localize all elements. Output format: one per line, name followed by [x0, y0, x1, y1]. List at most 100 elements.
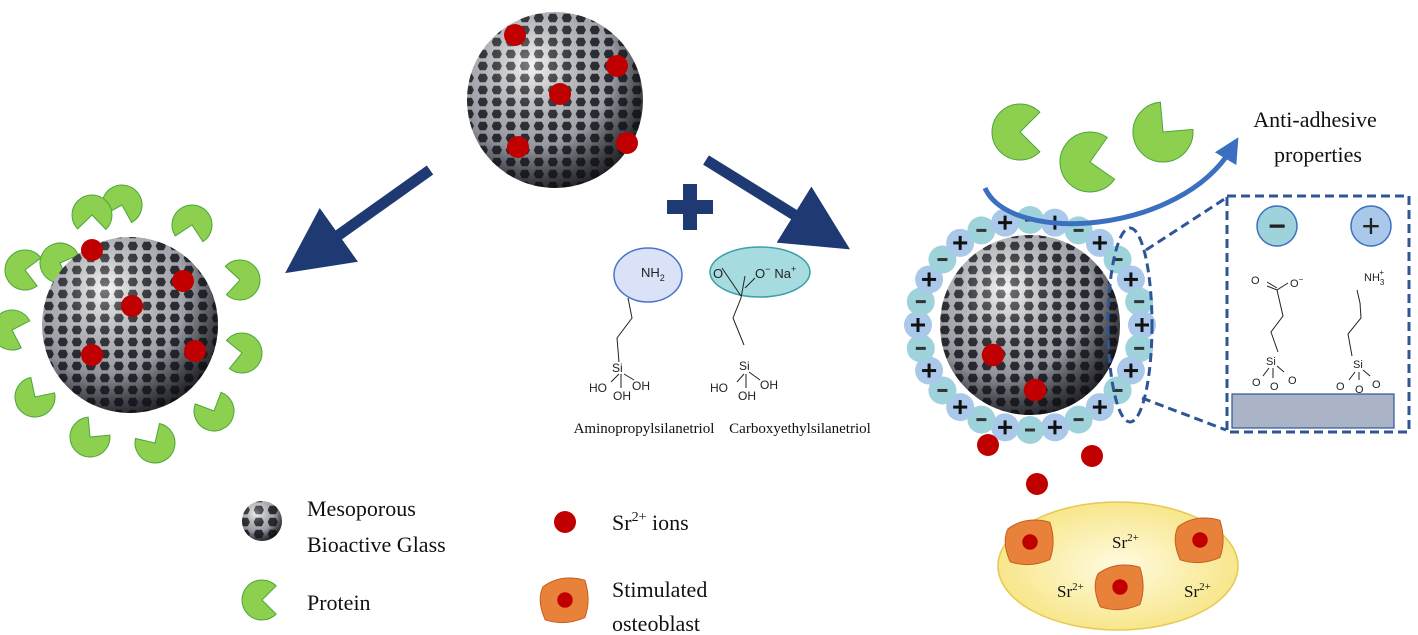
svg-text:Si: Si — [1353, 359, 1363, 371]
legend-sr-label: Sr2+ ions — [612, 510, 689, 535]
plus-icon — [927, 272, 931, 287]
svg-text:HO: HO — [710, 381, 728, 395]
minus-icon — [976, 228, 987, 232]
cell-nucleus — [1022, 534, 1038, 550]
amine-label: NH — [641, 265, 660, 280]
positive-charge-icon — [1350, 205, 1392, 247]
arrow-right — [703, 155, 851, 250]
plus-icon — [1098, 400, 1102, 415]
sr-ion — [121, 295, 143, 317]
negative-bead — [928, 376, 957, 405]
sr-label: Sr2+ — [1112, 532, 1139, 552]
properties-label: properties — [1274, 142, 1362, 167]
sr-ion — [606, 55, 628, 77]
aminopropylsilanetriol-structure: NH2 Si HO OH OH Aminopropylsilanetriol — [574, 247, 715, 437]
minus-icon — [1025, 428, 1035, 432]
negative-bead — [967, 405, 996, 434]
svg-text:OH: OH — [738, 389, 756, 403]
plus-icon — [1129, 272, 1133, 287]
carboxyethylsilanetriol-label: Carboxyethylsilanetriol — [729, 421, 871, 437]
sr-ion — [616, 132, 638, 154]
oxygen-label: O — [1336, 381, 1345, 393]
minus-icon — [1073, 228, 1084, 232]
plus-sign — [667, 184, 713, 230]
svg-text:NH3+: NH3+ — [1364, 268, 1385, 287]
protein-icon — [0, 309, 31, 351]
negative-bead — [1125, 287, 1154, 316]
plus-icon — [1098, 235, 1102, 250]
protein-icon — [1059, 131, 1116, 193]
minus-icon — [1112, 388, 1123, 392]
sr-label: Sr2+ — [1057, 581, 1084, 601]
legend-mbg-label: Mesoporous — [307, 496, 416, 521]
svg-text:−: − — [1268, 210, 1286, 243]
negative-bead — [1125, 334, 1154, 363]
legend-mbg-label: Bioactive Glass — [307, 532, 446, 557]
positive-bead — [1116, 265, 1145, 294]
protein-icon — [991, 103, 1041, 161]
oxygen-label: O — [1288, 375, 1297, 387]
mesoporous-bioactive-glass-sphere — [467, 12, 643, 188]
minus-icon — [915, 300, 926, 304]
svg-text:O−Na+: O−Na+ — [755, 264, 796, 281]
sr-ion — [1023, 378, 1047, 402]
cell-nucleus — [1112, 579, 1128, 595]
minus-icon — [1134, 346, 1145, 350]
carboxylate-highlight — [709, 246, 811, 298]
svg-text:Si: Si — [739, 359, 750, 373]
oxygen-label: O — [1270, 381, 1279, 393]
svg-text:OH: OH — [760, 378, 778, 392]
protein-icon — [241, 579, 277, 621]
mesoporous-bioactive-glass-sphere — [42, 237, 218, 413]
plus-icon — [1129, 363, 1133, 378]
sr-ion — [981, 343, 1005, 367]
sr-ion — [172, 270, 194, 292]
osteoblast-icon — [1004, 519, 1054, 566]
positive-bead — [1085, 393, 1114, 422]
protein-icon — [4, 249, 42, 291]
osteoblast-icon — [1174, 517, 1224, 564]
plus-icon — [958, 400, 962, 415]
svg-text:NH2: NH2 — [641, 265, 665, 283]
sphere-shading — [42, 237, 218, 413]
positive-bead — [991, 413, 1020, 442]
negative-bead — [1016, 416, 1044, 444]
negative-bead — [1064, 405, 1093, 434]
cell-nucleus — [557, 592, 573, 608]
sr-ion — [81, 344, 103, 366]
legend-osteoblast-label: Stimulated — [612, 577, 707, 602]
sr-ion — [507, 136, 529, 158]
arrow-left — [285, 165, 434, 274]
sr-ion — [1081, 445, 1103, 467]
positive-bead — [904, 311, 932, 339]
minus-icon — [937, 258, 948, 262]
negative-charge-icon — [1256, 205, 1298, 247]
oh-label: OH — [632, 379, 650, 393]
positive-bead — [1128, 311, 1156, 339]
oh-label: OH — [613, 389, 631, 403]
negative-bead — [967, 216, 996, 245]
mesoporous-bioactive-glass-sphere — [242, 501, 282, 541]
anti-adhesive-label: Anti-adhesive — [1253, 107, 1376, 132]
legend-osteoblast-label: osteoblast — [612, 611, 700, 635]
sphere-shading — [940, 235, 1120, 415]
cell-nucleus — [1192, 532, 1208, 548]
plus-icon — [927, 363, 931, 378]
legend-sr-icon — [554, 511, 576, 533]
protein-icon — [71, 194, 113, 231]
aminopropylsilanetriol-label: Aminopropylsilanetriol — [574, 421, 715, 437]
substrate — [1231, 393, 1395, 429]
sphere-shading — [242, 501, 282, 541]
osteoblast-icon — [539, 577, 589, 624]
minus-icon — [937, 388, 948, 392]
oxygen-label: O — [1372, 379, 1381, 391]
sr-ion — [977, 434, 999, 456]
si-label: Si — [612, 361, 623, 375]
protein-icon — [225, 332, 263, 374]
positive-bead — [946, 228, 975, 257]
svg-text:Si: Si — [1266, 356, 1276, 368]
sr-ion — [549, 83, 571, 105]
protein-icon — [193, 391, 235, 432]
protein-icon — [14, 376, 56, 418]
